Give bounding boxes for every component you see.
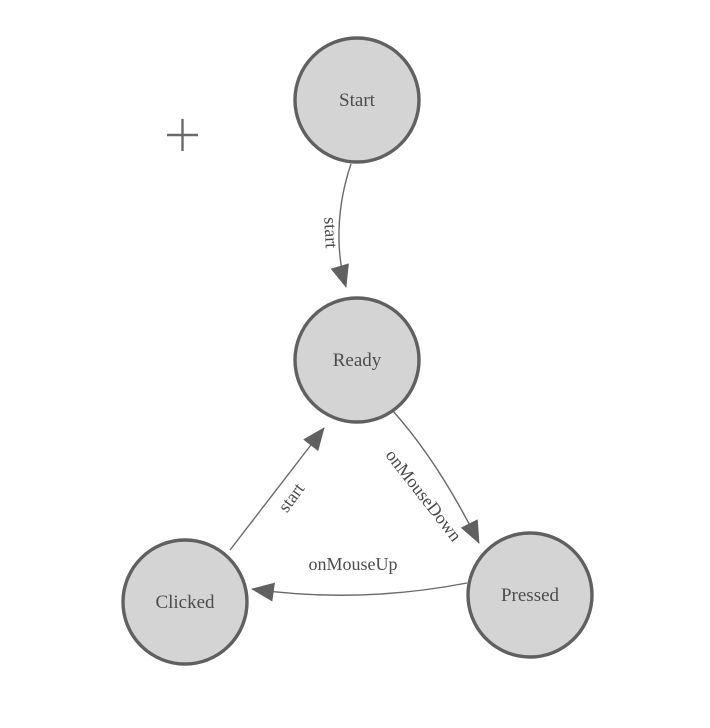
state-node-start[interactable]: Start — [293, 36, 421, 164]
state-circle-ready — [293, 296, 421, 424]
edge-label-start-2: start — [274, 479, 308, 516]
state-label-ready: Ready — [333, 350, 382, 371]
state-circle-pressed — [466, 531, 594, 659]
edge-pressed-to-clicked[interactable] — [251, 582, 468, 602]
edge-label-start: start — [320, 217, 342, 249]
state-label-start: Start — [339, 90, 376, 111]
state-node-pressed[interactable]: Pressed — [466, 531, 594, 659]
transition-ready-to-pressed: onMouseDown — [382, 409, 480, 545]
edge-label-onmouseup: onMouseUp — [309, 554, 398, 574]
transition-clicked-to-ready: start — [229, 427, 325, 551]
transition-pressed-to-clicked: onMouseUp — [251, 554, 468, 602]
crosshair-plus-icon — [167, 119, 198, 151]
edge-start-to-ready[interactable] — [330, 163, 352, 288]
edge-ready-to-pressed[interactable] — [391, 409, 480, 544]
state-circle-start — [293, 36, 421, 164]
transition-start-to-ready: start — [320, 163, 352, 288]
state-label-clicked: Clicked — [155, 592, 215, 613]
state-node-ready[interactable]: Ready — [293, 296, 421, 424]
state-circle-clicked — [121, 538, 249, 666]
edge-clicked-to-ready[interactable] — [229, 427, 325, 551]
state-node-clicked[interactable]: Clicked — [121, 538, 249, 666]
state-label-pressed: Pressed — [501, 585, 560, 606]
